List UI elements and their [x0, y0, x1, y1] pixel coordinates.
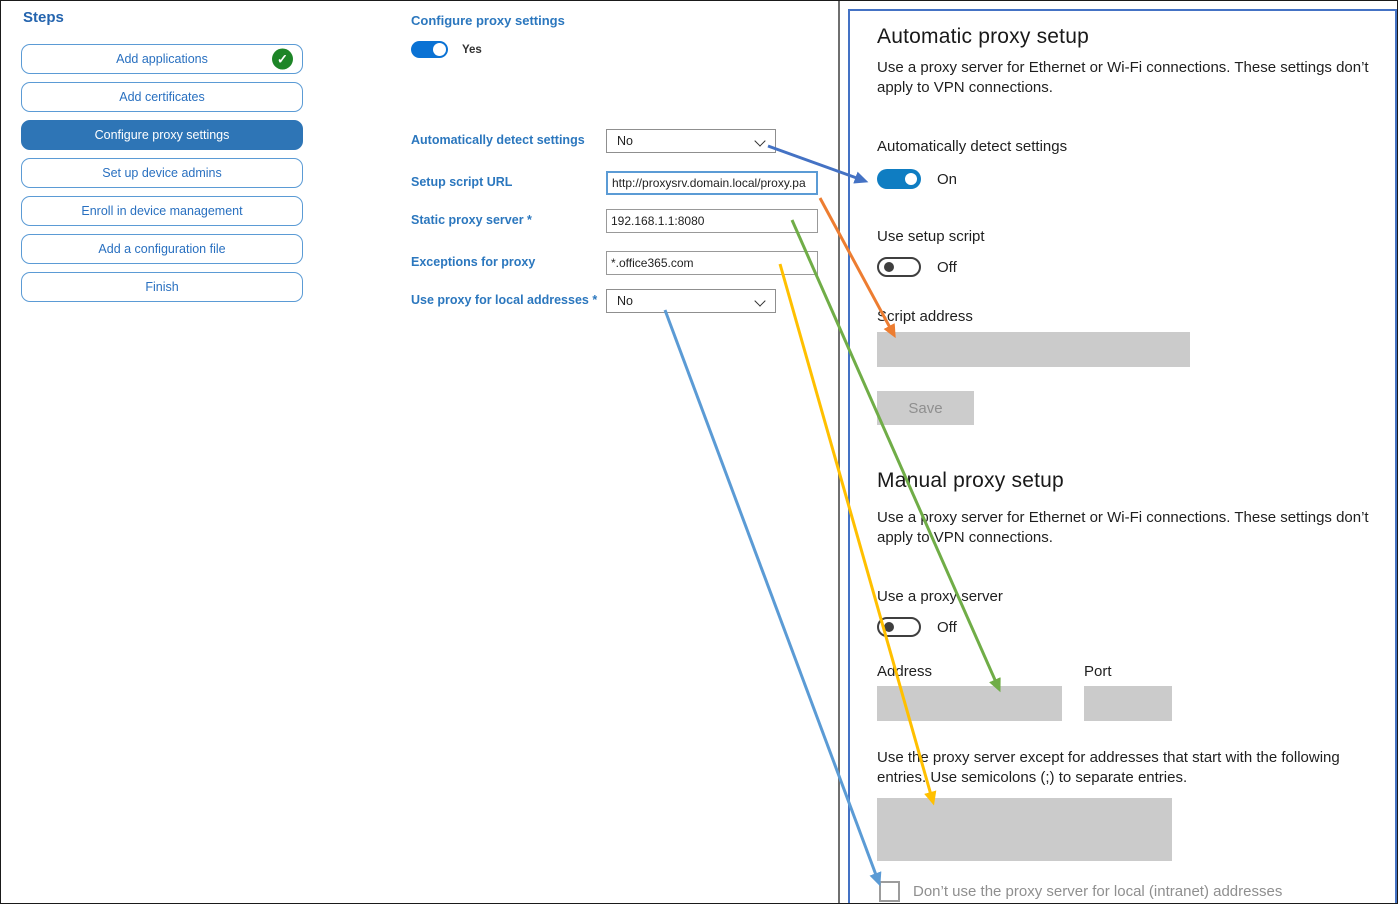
auto-detect-toggle-row: On	[877, 169, 957, 189]
use-setup-script-toggle[interactable]	[877, 257, 921, 277]
exceptions-for-proxy-input[interactable]	[606, 251, 818, 275]
toggle-state-label: Off	[937, 618, 957, 636]
field-label: Static proxy server *	[411, 213, 532, 227]
step-label: Add certificates	[119, 90, 205, 104]
form-section-title: Configure proxy settings	[411, 13, 565, 28]
local-intranet-checkbox[interactable]	[879, 881, 900, 902]
panel-divider	[838, 1, 840, 903]
step-label: Configure proxy settings	[94, 128, 230, 142]
field-row-detect: Automatically detect settings No	[411, 129, 831, 153]
local-addresses-arrow	[663, 309, 882, 887]
step-configure-proxy-settings[interactable]: Configure proxy settings	[21, 120, 303, 150]
step-label: Add applications	[116, 52, 208, 66]
use-proxy-for-local-addresses-select[interactable]: No	[606, 289, 776, 313]
step-set-up-device-admins[interactable]: Set up device admins	[21, 158, 303, 188]
toggle-state-label: Off	[937, 258, 957, 276]
use-proxy-server-toggle[interactable]	[877, 617, 921, 637]
automatically-detect-settings-select[interactable]: No	[606, 129, 776, 153]
step-add-applications[interactable]: Add applications	[21, 44, 303, 74]
steps-list: Add applications Add certificates Config…	[21, 44, 303, 302]
toggle-state-label: On	[937, 170, 958, 188]
port-label: Port	[1084, 663, 1112, 680]
save-button[interactable]: Save	[877, 391, 974, 425]
step-label: Set up device admins	[102, 166, 222, 180]
toggle-state-label: Yes	[462, 43, 482, 56]
field-label: Setup script URL	[411, 175, 513, 189]
windows-proxy-settings-panel: Automatic proxy setup Use a proxy server…	[848, 9, 1397, 903]
completed-check-icon	[272, 48, 293, 70]
auto-detect-label: Automatically detect settings	[877, 138, 1068, 155]
proxy-exceptions-description: Use the proxy server except for addresse…	[877, 749, 1340, 786]
step-label: Enroll in device management	[81, 204, 243, 218]
chevron-down-icon	[754, 295, 766, 307]
steps-title: Steps	[23, 9, 64, 26]
local-intranet-checkbox-label: Don’t use the proxy server for local (in…	[913, 883, 1283, 900]
use-setup-script-label: Use setup script	[877, 228, 985, 245]
automatic-proxy-description: Use a proxy server for Ethernet or Wi-Fi…	[877, 59, 1369, 96]
configure-proxy-toggle[interactable]	[411, 41, 448, 58]
static-proxy-server-input[interactable]	[606, 209, 818, 233]
step-label: Finish	[145, 280, 179, 294]
step-add-certificates[interactable]: Add certificates	[21, 82, 303, 112]
script-address-input[interactable]	[877, 332, 1190, 367]
select-value: No	[617, 134, 633, 148]
field-label: Exceptions for proxy	[411, 255, 536, 269]
step-add-a-configuration-file[interactable]: Add a configuration file	[21, 234, 303, 264]
manual-proxy-description: Use a proxy server for Ethernet or Wi-Fi…	[877, 509, 1369, 546]
address-label: Address	[877, 663, 933, 680]
field-label: Automatically detect settings	[411, 133, 585, 147]
toggle-knob	[905, 173, 917, 185]
intranet-checkbox-row: Don’t use the proxy server for local (in…	[879, 881, 1282, 902]
field-row-exceptions: Exceptions for proxy	[411, 251, 831, 275]
proxy-address-input[interactable]	[877, 686, 1062, 721]
proxy-exceptions-textarea[interactable]	[877, 798, 1172, 861]
enable-row: Yes	[411, 41, 482, 58]
chevron-down-icon	[754, 135, 766, 147]
field-label: Use proxy for local addresses *	[411, 293, 598, 307]
field-row-static-proxy: Static proxy server *	[411, 209, 831, 233]
toggle-knob	[884, 622, 894, 632]
use-proxy-server-toggle-row: Off	[877, 617, 957, 637]
toggle-knob	[433, 43, 446, 56]
field-row-script-url: Setup script URL	[411, 171, 831, 195]
step-finish[interactable]: Finish	[21, 272, 303, 302]
manual-proxy-heading: Manual proxy setup	[877, 469, 1064, 492]
proxy-port-input[interactable]	[1084, 686, 1172, 721]
field-row-local-addresses: Use proxy for local addresses * No	[411, 289, 831, 313]
use-proxy-server-label: Use a proxy server	[877, 588, 1003, 605]
step-label: Add a configuration file	[98, 242, 226, 256]
auto-detect-toggle[interactable]	[877, 169, 921, 189]
select-value: No	[617, 294, 633, 308]
use-setup-script-toggle-row: Off	[877, 257, 957, 277]
script-address-label: Script address	[877, 308, 973, 325]
step-enroll-in-device-management[interactable]: Enroll in device management	[21, 196, 303, 226]
toggle-knob	[884, 262, 894, 272]
setup-script-url-input[interactable]	[606, 171, 818, 195]
automatic-proxy-heading: Automatic proxy setup	[877, 25, 1089, 48]
